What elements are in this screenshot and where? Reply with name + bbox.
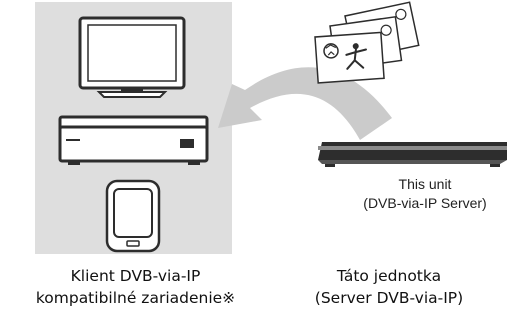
smartphone-icon [105,179,161,253]
server-caption: This unit (DVB-via-IP Server) [362,175,488,213]
server-label: Táto jednotka (Server DVB-via-IP) [290,265,488,309]
client-recorder-icon [58,115,209,165]
client-label: Klient DVB-via-IP kompatibilné zariadeni… [18,265,253,309]
server-label-line2: (Server DVB-via-IP) [314,289,464,307]
client-label-line2: kompatibilné zariadenie※ [35,289,236,307]
stream-arrow [218,67,392,140]
tv-icon [78,16,186,98]
server-recorder-icon [318,142,507,167]
client-label-line1: Klient DVB-via-IP [70,267,201,285]
server-caption-line1: This unit [398,176,452,192]
server-caption-line2: (DVB-via-IP Server) [363,195,487,211]
server-label-line1: Táto jednotka [336,267,442,285]
content-cards-icon [314,1,420,84]
